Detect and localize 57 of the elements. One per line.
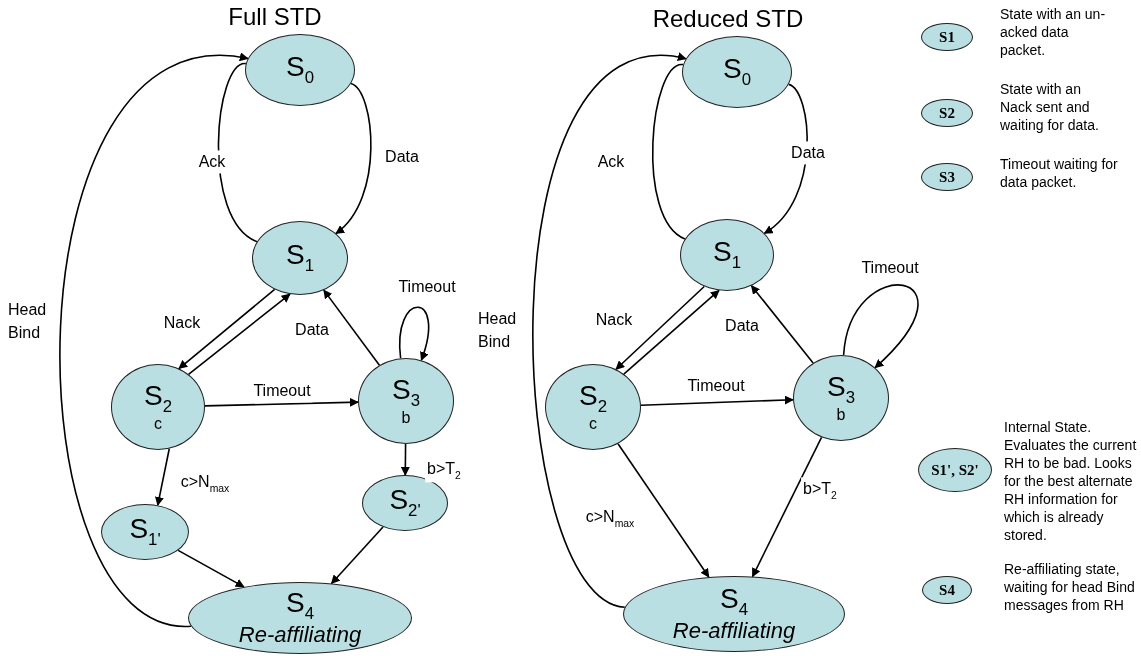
transition-arrow [842,284,919,369]
transition-arrow [398,306,430,362]
state-name: S$_{2'}$ [389,486,421,520]
state-name: S$_{0}$ [723,55,751,89]
edge-label: Data [789,141,827,165]
transition-arrow [335,82,372,235]
diagram-heading: Full STD [228,3,322,31]
state-variable: Re-affiliating [672,618,796,643]
state-variable: b [401,408,411,427]
state-variable: c [589,414,597,433]
state-name: S$_{2}$ [579,381,607,415]
legend-state-ellipse [921,23,973,51]
transition-arrow [640,395,794,407]
state-name: S1', S2' [931,462,979,478]
transition-arrow [615,285,706,371]
edge-label: Ack [196,150,228,174]
transition-arrow [750,284,814,364]
state-name: S$_{1'}$ [129,515,161,549]
state-name: S$_{4}$ [286,589,314,623]
transition-arrow [617,442,710,578]
transition-arrow [623,289,720,375]
transition-arrow [532,54,687,609]
state-name: S$_{2}$ [144,381,172,415]
transition-arrow [323,289,381,366]
diagram-heading: Reduced STD [652,5,804,33]
transition-arrow [204,397,359,407]
state-name: S1 [939,29,955,45]
state-description: Re-affiliating state, waiting for head Bind messages from RH [1004,560,1136,614]
state-name: S2 [939,105,955,121]
state-variable: b [836,405,846,424]
state-name: S4 [939,582,955,598]
state-name: S3 [939,169,955,185]
state-name: S$_{1}$ [713,238,741,272]
transition-arrow [187,293,291,376]
state-name: S$_{1}$ [286,241,314,275]
legend-state-ellipse [921,163,973,191]
state-name: S$_{3}$ [392,375,420,409]
state-ellipse [101,504,189,560]
legend-state-ellipse [921,99,973,127]
state-description: State with an Nack sent and waiting for data. [1000,80,1100,134]
state-variable: c [154,414,162,433]
state-name: S$_{0}$ [286,53,314,87]
transition-arrow [178,288,276,370]
state-name: S$_{4}$ [720,585,748,619]
transition-arrow [59,54,249,628]
transition-arrow [751,436,823,578]
transition-arrow [177,549,245,588]
state-ellipse [252,221,348,295]
state-name: S$_{3}$ [827,372,855,406]
legend-state-ellipse [922,576,972,604]
state-description: State with an un-acked data packet. [1000,5,1107,59]
state-description: Internal State. Evaluates the current RH to be bad. Looks for the best alternate RH information for which is already stored. [1004,418,1138,544]
transition-arrow [400,443,410,476]
state-ellipse [545,364,641,450]
state-ellipse [680,219,774,291]
state-description: Timeout waiting for data packet. [1000,155,1119,191]
state-variable: Re-affiliating [238,622,362,647]
